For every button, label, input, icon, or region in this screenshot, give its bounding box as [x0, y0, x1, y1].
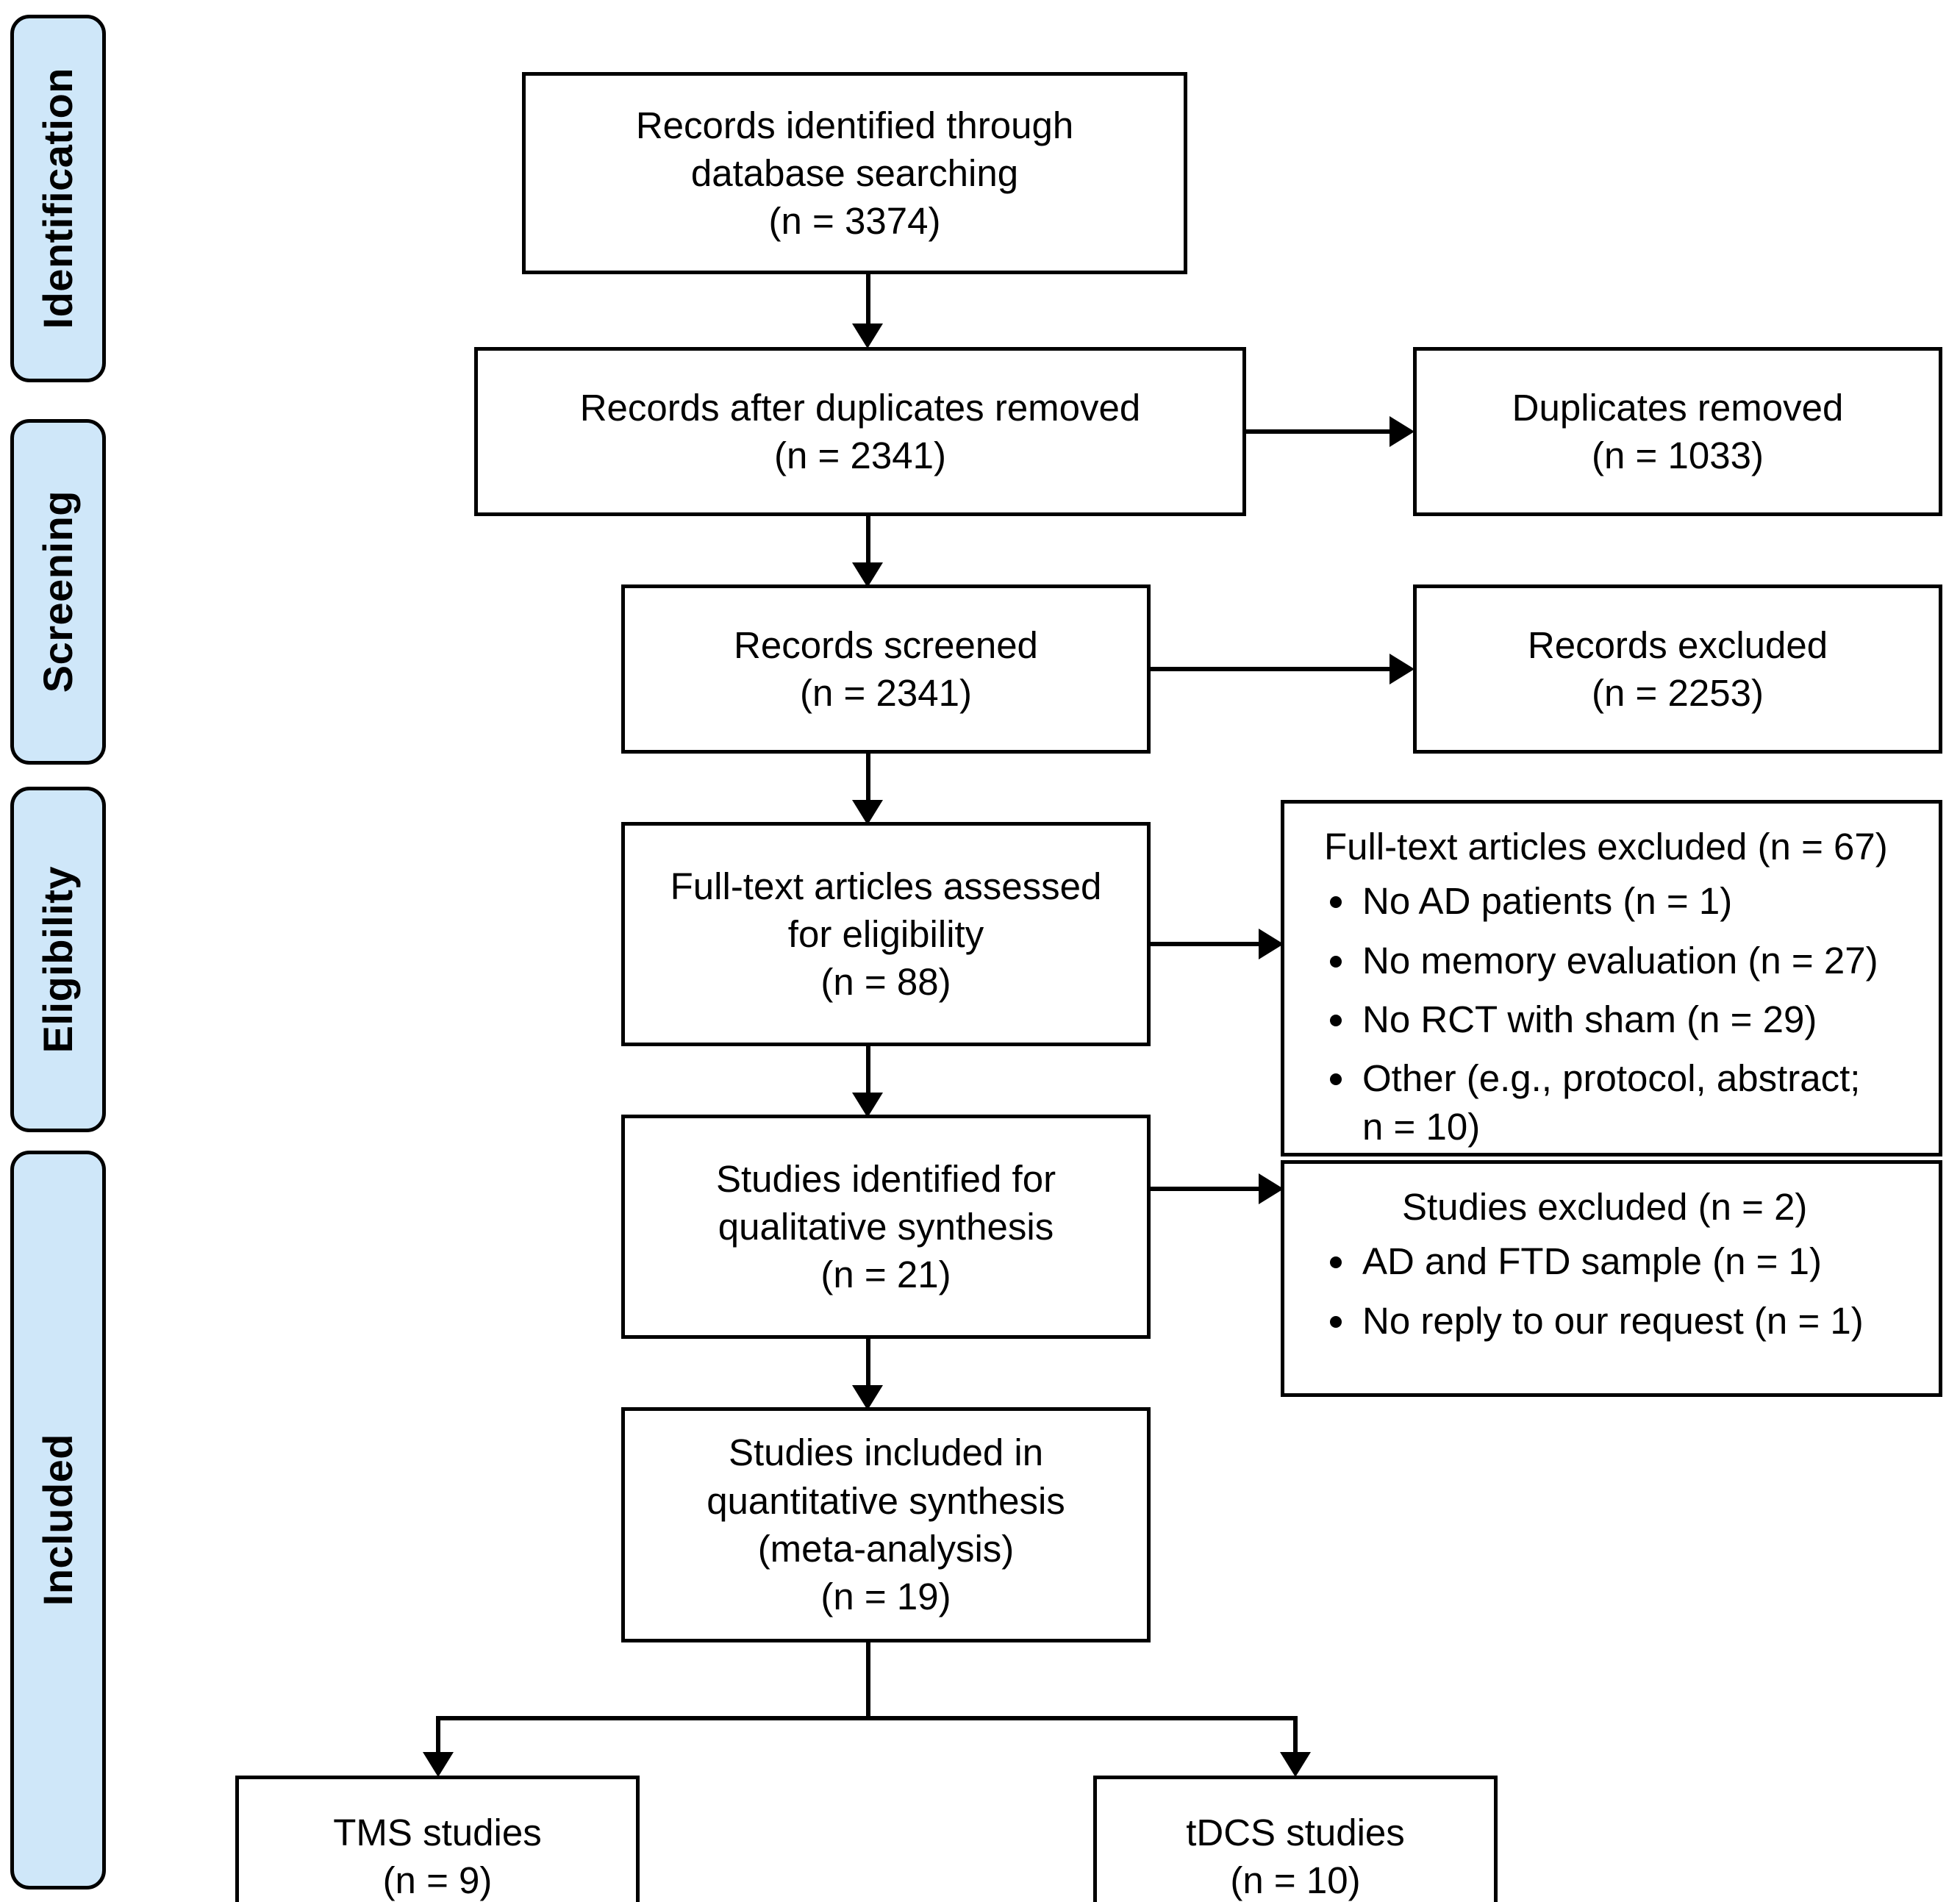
- connector-split-left-drop: [436, 1716, 440, 1760]
- connector-split-bar: [436, 1716, 1298, 1720]
- connector-qualitative-to-quantitative: [866, 1339, 870, 1395]
- box-records-excluded: Records excluded (n = 2253): [1413, 584, 1942, 754]
- bullet-icon: [1330, 1256, 1342, 1269]
- tms-studies-count: (n = 9): [382, 1859, 493, 1901]
- stage-label-identification: Identification: [35, 68, 81, 329]
- arrow-screened-to-fulltext: [852, 800, 883, 825]
- records-identified-line2: database searching: [690, 151, 1019, 194]
- records-screened-count: (n = 2341): [800, 672, 972, 714]
- list-item: No AD patients (n = 1): [1330, 877, 1878, 926]
- studies-qualitative-count: (n = 21): [820, 1254, 951, 1296]
- connector-dedup-to-screened: [866, 516, 870, 572]
- arrow-dedup-to-duplicates-removed: [1389, 416, 1414, 447]
- studies-excluded-title: Studies excluded (n = 2): [1402, 1186, 1808, 1228]
- box-studies-qualitative: Studies identified for qualitative synth…: [621, 1115, 1151, 1339]
- box-fulltext-excluded: Full-text articles excluded (n = 67) No …: [1281, 800, 1942, 1156]
- records-after-duplicates-line1: Records after duplicates removed: [579, 386, 1141, 429]
- stage-tab-identification: Identification: [10, 15, 106, 382]
- studies-quantitative-line1: Studies included in: [728, 1431, 1044, 1474]
- records-excluded-count: (n = 2253): [1592, 672, 1764, 714]
- studies-quantitative-count: (n = 19): [820, 1576, 951, 1618]
- list-item: No reply to our request (n = 1): [1330, 1297, 1864, 1345]
- arrow-screened-to-excluded: [1389, 654, 1414, 684]
- connector-quantitative-stem: [866, 1642, 870, 1720]
- stage-label-included: Included: [35, 1434, 81, 1606]
- stage-label-eligibility: Eligibility: [35, 865, 81, 1054]
- fulltext-assessed-line1: Full-text articles assessed: [670, 865, 1102, 907]
- box-tdcs-studies: tDCS studies (n = 10): [1093, 1776, 1498, 1902]
- arrow-fulltext-to-qualitative: [852, 1093, 883, 1118]
- arrow-qualitative-to-quantitative: [852, 1385, 883, 1410]
- connector-fulltext-to-qualitative: [866, 1046, 870, 1102]
- connector-qualitative-to-studies-excluded: [1151, 1187, 1265, 1191]
- connector-screened-to-excluded: [1151, 667, 1397, 671]
- arrow-fulltext-to-fulltext-excluded: [1259, 929, 1284, 959]
- arrow-dedup-to-screened: [852, 562, 883, 587]
- fulltext-excluded-title: Full-text articles excluded (n = 67): [1324, 826, 1888, 868]
- connector-identified-to-dedup: [866, 274, 870, 333]
- box-studies-quantitative: Studies included in quantitative synthes…: [621, 1407, 1151, 1642]
- stage-tab-included: Included: [10, 1151, 106, 1890]
- box-studies-excluded: Studies excluded (n = 2) AD and FTD samp…: [1281, 1160, 1942, 1397]
- box-duplicates-removed: Duplicates removed (n = 1033): [1413, 347, 1942, 516]
- connector-dedup-to-duplicates-removed: [1246, 429, 1397, 434]
- stage-label-screening: Screening: [35, 490, 81, 693]
- arrow-split-to-tdcs: [1280, 1752, 1311, 1777]
- connector-fulltext-to-fulltext-excluded: [1151, 942, 1265, 946]
- records-identified-line1: Records identified through: [635, 104, 1074, 146]
- tdcs-studies-count: (n = 10): [1230, 1859, 1361, 1901]
- studies-qualitative-line2: qualitative synthesis: [718, 1205, 1054, 1248]
- bullet-icon: [1330, 896, 1342, 909]
- reason-label: AD and FTD sample (n = 1): [1362, 1240, 1822, 1283]
- studies-quantitative-line2: quantitative synthesis: [707, 1479, 1065, 1522]
- reason-label: No memory evaluation (n = 27): [1362, 939, 1878, 982]
- studies-excluded-reason-list: AD and FTD sample (n = 1) No reply to ou…: [1314, 1237, 1864, 1356]
- records-identified-count: (n = 3374): [768, 200, 941, 243]
- arrow-identified-to-dedup: [852, 323, 883, 348]
- box-fulltext-assessed: Full-text articles assessed for eligibil…: [621, 822, 1151, 1046]
- tdcs-studies-line1: tDCS studies: [1186, 1811, 1405, 1853]
- bullet-icon: [1330, 955, 1342, 968]
- bullet-icon: [1330, 1315, 1342, 1328]
- reason-label: No AD patients (n = 1): [1362, 880, 1733, 923]
- connector-screened-to-fulltext: [866, 754, 870, 809]
- connector-split-right-drop: [1293, 1716, 1298, 1760]
- arrow-split-to-tms: [423, 1752, 454, 1777]
- stage-tab-screening: Screening: [10, 419, 106, 765]
- fulltext-excluded-reason-list: No AD patients (n = 1) No memory evaluat…: [1314, 877, 1878, 1162]
- reason-label: Other (e.g., protocol, abstract;: [1362, 1057, 1861, 1100]
- box-records-after-duplicates: Records after duplicates removed (n = 23…: [474, 347, 1246, 516]
- fulltext-assessed-count: (n = 88): [820, 961, 951, 1004]
- box-records-identified: Records identified through database sear…: [522, 72, 1187, 274]
- duplicates-removed-line1: Duplicates removed: [1512, 386, 1844, 429]
- stage-tab-eligibility: Eligibility: [10, 787, 106, 1132]
- records-screened-line1: Records screened: [734, 623, 1038, 666]
- list-item: No memory evaluation (n = 27): [1330, 937, 1878, 985]
- studies-qualitative-line1: Studies identified for: [715, 1157, 1056, 1200]
- tms-studies-line1: TMS studies: [333, 1811, 542, 1853]
- bullet-icon: [1330, 1073, 1342, 1086]
- bullet-icon: [1330, 1014, 1342, 1026]
- box-records-screened: Records screened (n = 2341): [621, 584, 1151, 754]
- list-item: No RCT with sham (n = 29): [1330, 995, 1878, 1044]
- list-item: Other (e.g., protocol, abstract; n = 10): [1330, 1054, 1878, 1152]
- reason-label: No RCT with sham (n = 29): [1362, 998, 1817, 1040]
- reason-label: No reply to our request (n = 1): [1362, 1299, 1864, 1342]
- fulltext-assessed-line2: for eligibility: [787, 912, 984, 955]
- box-tms-studies: TMS studies (n = 9): [235, 1776, 640, 1902]
- arrow-qualitative-to-studies-excluded: [1259, 1173, 1284, 1204]
- records-excluded-line1: Records excluded: [1527, 623, 1828, 666]
- studies-quantitative-line3: (meta-analysis): [757, 1528, 1015, 1570]
- list-item: AD and FTD sample (n = 1): [1330, 1237, 1864, 1286]
- reason-label-continued: n = 10): [1362, 1106, 1481, 1148]
- duplicates-removed-count: (n = 1033): [1592, 435, 1764, 476]
- records-after-duplicates-count: (n = 2341): [774, 435, 946, 476]
